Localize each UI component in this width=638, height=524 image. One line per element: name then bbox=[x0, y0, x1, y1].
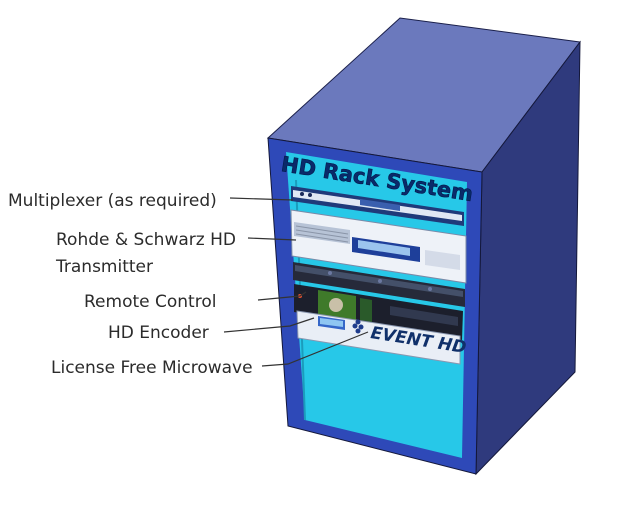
hd-encoder-leader bbox=[223, 317, 315, 333]
remote-control-unit bbox=[293, 262, 465, 307]
leader-lines bbox=[223, 197, 369, 367]
transmitter-label-line1: Rohde & Schwarz HD bbox=[56, 230, 236, 250]
microwave-leader bbox=[261, 331, 369, 367]
remote-control-leader bbox=[257, 291, 307, 301]
multiplexer-leader bbox=[229, 197, 294, 201]
multiplexer-unit bbox=[291, 186, 464, 226]
hd-encoder-label: HD Encoder bbox=[108, 323, 209, 343]
transmitter-leader bbox=[247, 237, 297, 241]
transmitter-unit bbox=[290, 209, 467, 284]
microwave-label: License Free Microwave bbox=[51, 358, 253, 378]
transmitter-label-line2: Transmitter bbox=[56, 257, 153, 277]
hd-encoder-unit bbox=[294, 284, 463, 340]
multiplexer-label: Multiplexer (as required) bbox=[8, 191, 217, 211]
remote-control-label: Remote Control bbox=[84, 292, 217, 312]
